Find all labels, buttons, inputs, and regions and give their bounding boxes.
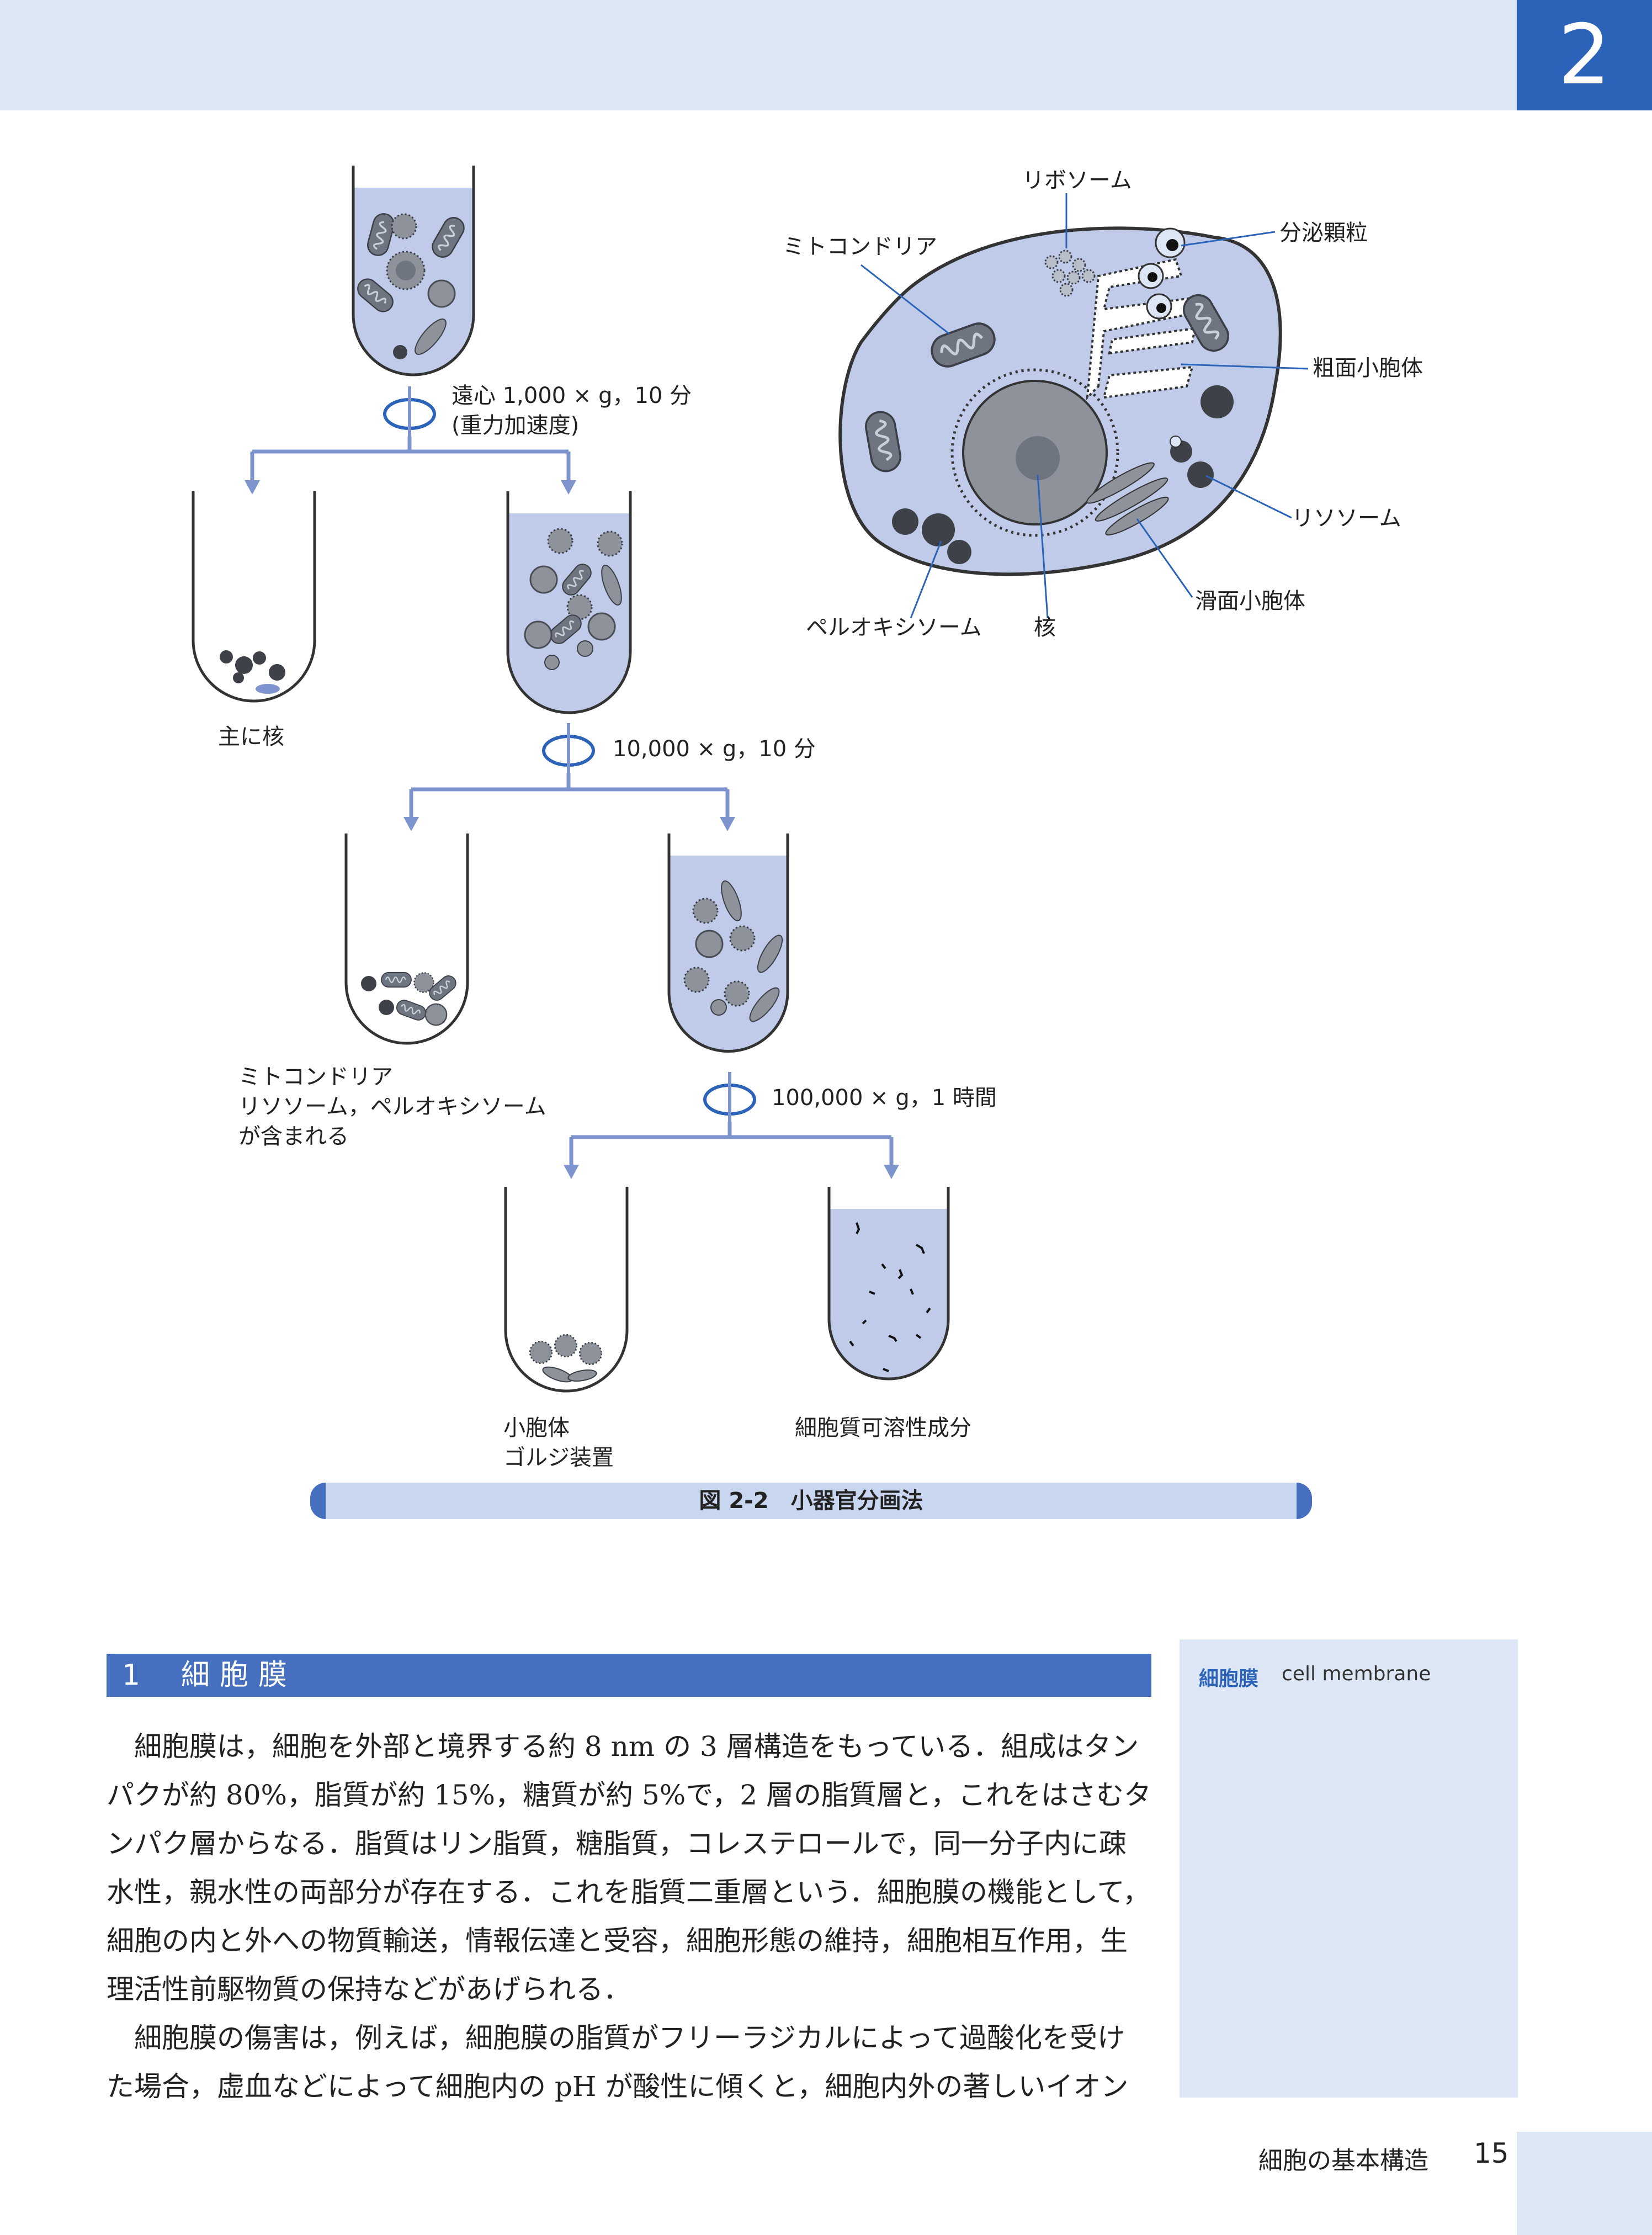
- test-tube-pellet-microsome: [504, 1187, 629, 1393]
- centrifuge-icon: [542, 723, 595, 773]
- section-title: 細胞膜: [181, 1659, 298, 1692]
- fraction-label-mitochondria: ミトコンドリア リソソーム，ペルオキシソーム が含まれる: [238, 1064, 546, 1149]
- sidebar-english: cell membrane: [1282, 1663, 1431, 1685]
- section-number: 1: [122, 1659, 141, 1692]
- footer-strip: [1517, 2132, 1652, 2235]
- fraction-label-microsome: 小胞体 ゴルジ装置: [503, 1415, 614, 1470]
- section-heading: 1 細胞膜: [107, 1654, 1151, 1697]
- fractionation-figure: [192, 166, 1309, 1393]
- figure-caption: 図 2-2 小器官分画法: [699, 1488, 923, 1514]
- test-tube-pellet-nucleus: [192, 491, 316, 703]
- figure-caption-bar: 図 2-2 小器官分画法: [310, 1483, 1312, 1519]
- chapter-number-tab: 2: [1517, 0, 1652, 110]
- step-1-speed: 遠心 1,000 × g，10 分: [451, 383, 692, 408]
- cell-diagram: [838, 193, 1309, 619]
- step-1-label: 遠心 1,000 × g，10 分 (重力加速度): [451, 381, 692, 440]
- test-tube-pellet-mitochondria: [344, 834, 469, 1045]
- sidebar-term: 細胞膜: [1199, 1668, 1259, 1690]
- fraction-label-soluble: 細胞質可溶性成分: [795, 1415, 971, 1441]
- label-smooth-er: 滑面小胞体: [1195, 588, 1305, 614]
- label-ribosome: リボソーム: [1022, 168, 1132, 193]
- page-number: 15: [1474, 2137, 1509, 2169]
- centrifuge-icon: [383, 386, 436, 436]
- paragraph: 細胞膜は，細胞を外部と境界する約 8 nm の 3 層構造をもっている．組成はタ…: [107, 1730, 1151, 2005]
- fraction-label-nucleus: 主に核: [218, 724, 284, 750]
- centrifuge-icon: [703, 1072, 756, 1122]
- running-title: 細胞の基本構造: [1258, 2147, 1428, 2175]
- label-lysosome: リソソーム: [1292, 506, 1401, 531]
- test-tube-soluble: [827, 1187, 950, 1381]
- test-tube-supernatant-2: [667, 834, 789, 1053]
- step-3-speed: 100,000 × g，1 時間: [772, 1085, 997, 1111]
- step-2-speed: 10,000 × g，10 分: [613, 736, 816, 762]
- glossary-sidebar: 細胞膜 cell membrane: [1180, 1639, 1518, 2098]
- label-peroxisome: ペルオキシソーム: [806, 615, 982, 640]
- label-nucleus: 核: [1034, 615, 1056, 640]
- header-band: [0, 0, 1517, 110]
- paragraph: 細胞膜の傷害は，例えば，細胞膜の脂質がフリーラジカルによって過酸化を受けた場合，…: [107, 2022, 1129, 2103]
- label-rough-er: 粗面小胞体: [1313, 355, 1423, 381]
- test-tube-homogenate: [352, 166, 475, 376]
- body-text: 細胞膜は，細胞を外部と境界する約 8 nm の 3 層構造をもっている．組成はタ…: [107, 1722, 1151, 2111]
- step-1-note: (重力加速度): [451, 413, 580, 438]
- label-secretory-granule: 分泌顆粒: [1279, 220, 1368, 246]
- label-mitochondria: ミトコンドリア: [783, 234, 937, 259]
- test-tube-supernatant-1: [506, 491, 632, 714]
